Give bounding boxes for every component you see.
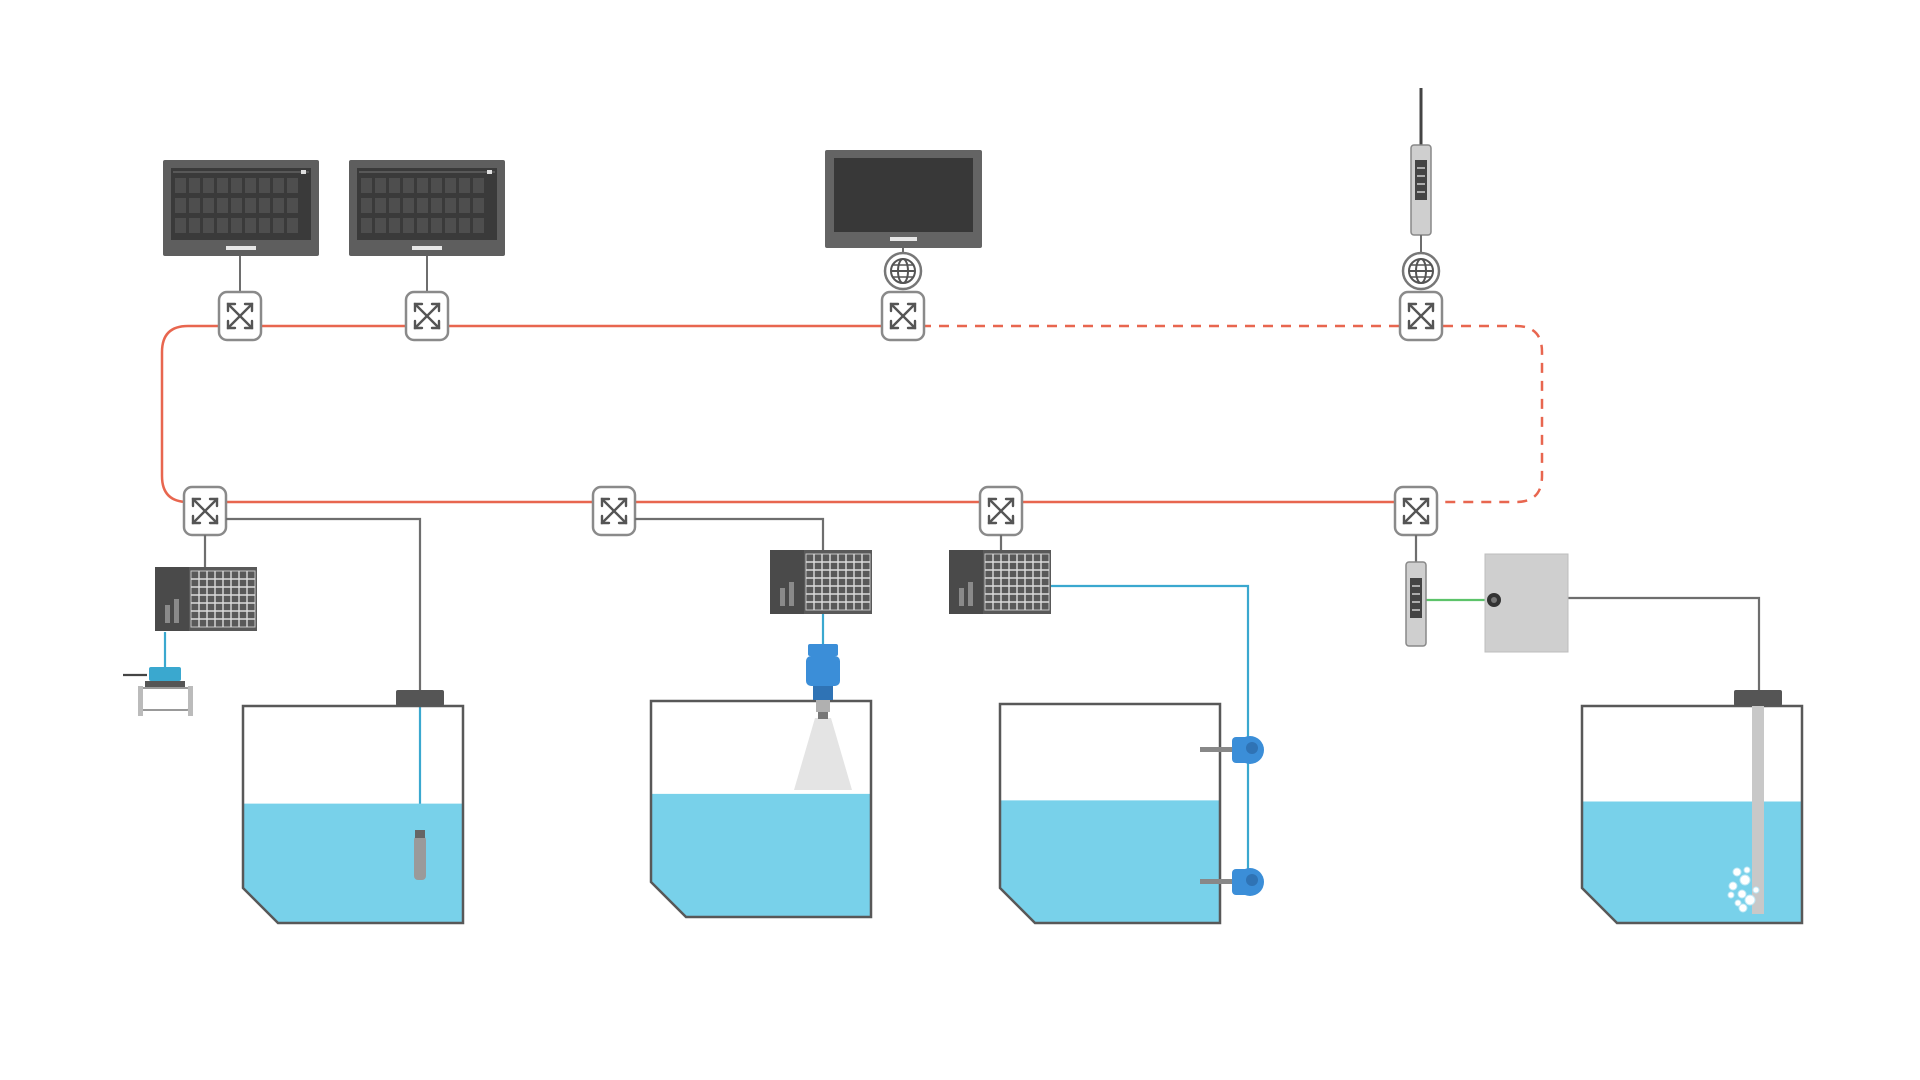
network-switch-icon <box>404 290 450 342</box>
control-box-icon <box>1484 553 1569 653</box>
globe-icon <box>883 251 923 291</box>
water-level <box>651 793 871 917</box>
vibrating-level-switch-icon <box>1200 868 1264 896</box>
monitor <box>825 150 982 252</box>
network-switch-icon <box>182 485 228 537</box>
network-switch-icon <box>880 290 926 342</box>
vibrating-level-switch-icon <box>1200 736 1264 764</box>
wireless-gateway <box>1405 561 1427 647</box>
water-level <box>1582 801 1802 923</box>
io-module-icon <box>769 549 873 615</box>
submersible-pressure-probe-icon <box>396 690 444 880</box>
bubbler-tube-icon <box>1727 690 1782 914</box>
ring-solid-segment <box>160 324 1416 504</box>
network-switch-icon <box>591 485 637 537</box>
io-module-icon <box>154 566 258 632</box>
operator-panel-2 <box>348 159 506 292</box>
water-level <box>1000 800 1220 923</box>
network-switch-icon <box>1393 485 1439 537</box>
ring-network <box>160 324 1544 504</box>
network-switch-icon <box>978 485 1024 537</box>
operator-panel-1 <box>162 159 320 292</box>
tank <box>998 702 1222 925</box>
io-module-icon <box>948 549 1052 615</box>
tank <box>649 699 873 919</box>
network-switch-icon <box>217 290 263 342</box>
network-switch-icon <box>1398 290 1444 342</box>
radar-level-sensor-icon <box>794 644 852 790</box>
water-level <box>243 803 463 923</box>
globe-icon <box>1401 251 1441 291</box>
flow-meter-icon <box>138 667 193 716</box>
wireless-gateway <box>1410 88 1432 252</box>
ring-dashed-segment <box>903 324 1544 504</box>
